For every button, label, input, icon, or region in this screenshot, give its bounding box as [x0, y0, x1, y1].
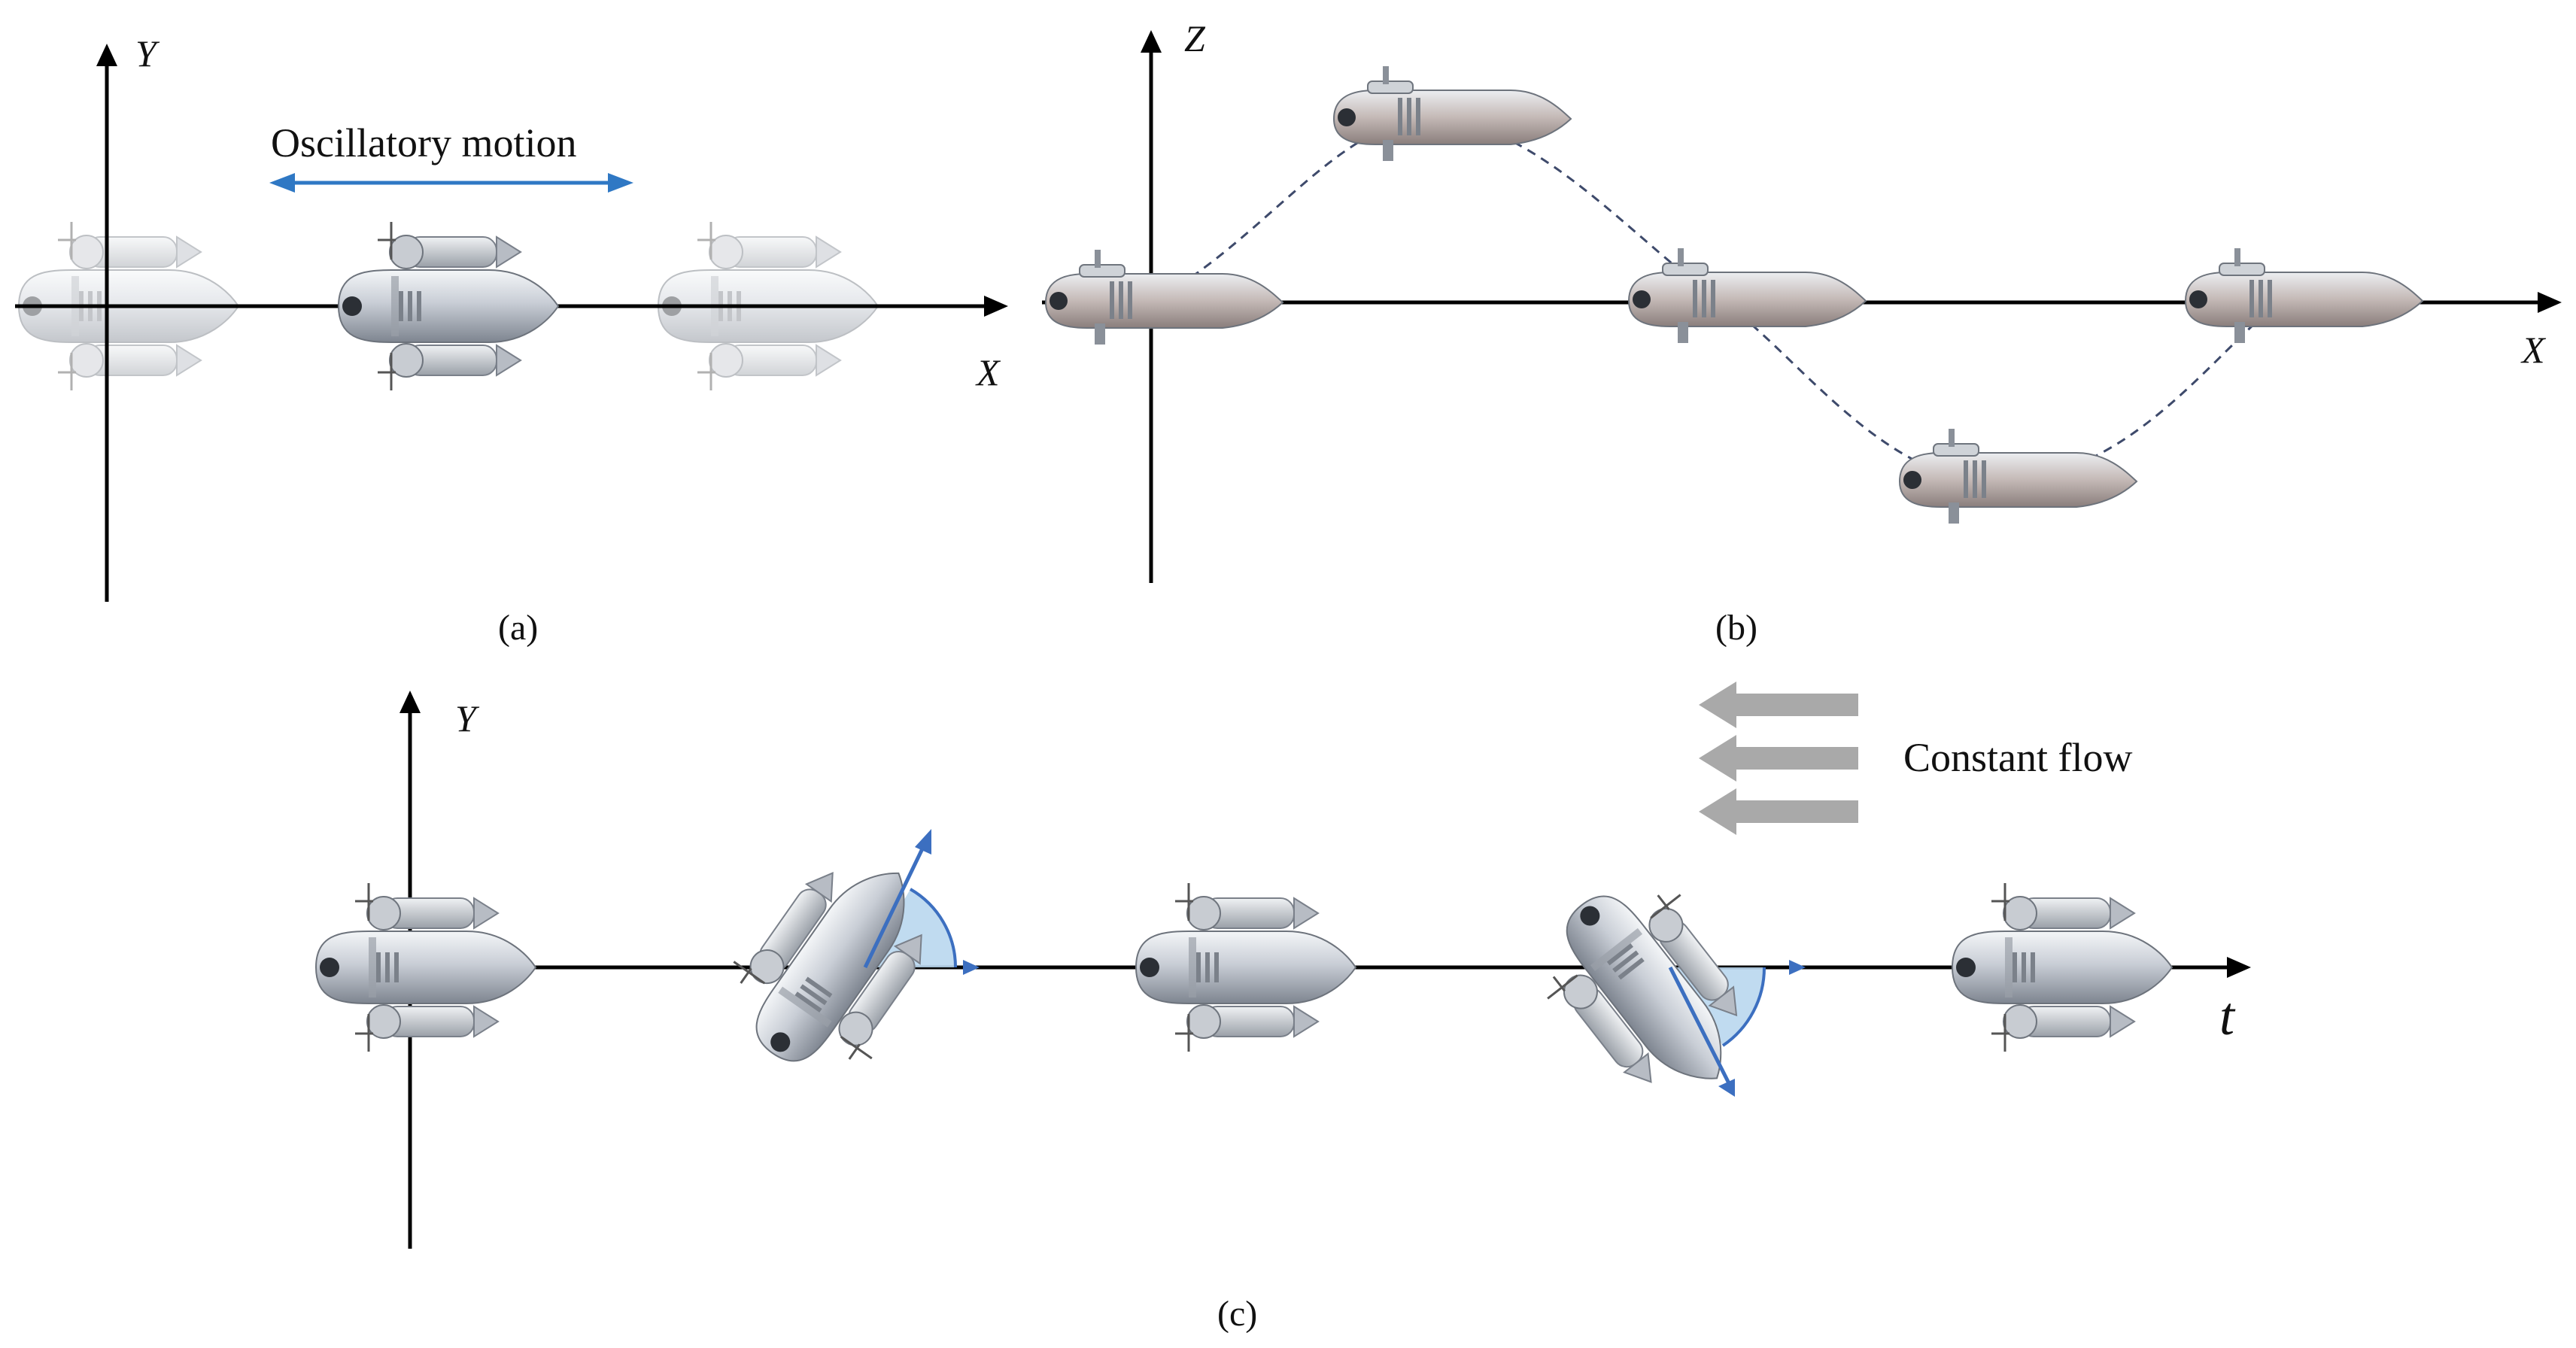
panel-b: Z X (b) [1042, 17, 2562, 648]
x-axis-b-label: X [2520, 329, 2547, 371]
robot-c5-icon [1951, 882, 2174, 1053]
x-axis-a-label: X [975, 351, 1001, 393]
panel-b-label: (b) [1715, 608, 1757, 648]
robot-c1-icon [314, 882, 537, 1053]
y-axis-c-label: Y [455, 697, 480, 739]
reference-arrow-2-head [1789, 960, 1806, 975]
reference-arrow-1-head [963, 960, 980, 975]
robot-side-1-icon [1045, 249, 1283, 345]
y-axis-a-arrowhead [96, 44, 117, 66]
flow-arrow-2 [1730, 747, 1858, 770]
oscillation-arrow-left-head [269, 173, 295, 193]
panel-a: Oscillatory motion Y X (a) [15, 32, 1008, 648]
z-axis-b-label: Z [1184, 17, 1206, 59]
x-axis-b-arrowhead [2538, 292, 2562, 313]
heading-arrow-1-head [915, 829, 931, 855]
robot-side-3-icon [1628, 247, 1867, 344]
robot-side-5-icon [2185, 247, 2423, 344]
angle-arc-2 [1721, 967, 1766, 1047]
x-axis-a-arrowhead [984, 296, 1008, 317]
angle-arc-1 [909, 888, 958, 968]
robot-side-2-icon [1333, 65, 1572, 162]
oscillation-arrow-right-head [608, 173, 633, 193]
flow-arrow-1-head [1699, 682, 1736, 728]
t-axis-c-label: t [2219, 986, 2236, 1046]
panel-c: Constant flow Y t (c) [314, 682, 2251, 1334]
t-axis-c-arrowhead [2227, 957, 2251, 978]
robot-side-4-icon [1899, 428, 2137, 524]
robot-icon [337, 220, 560, 392]
heading-arrow-2 [1668, 966, 1731, 1085]
panel-a-label: (a) [498, 608, 538, 648]
flow-arrows [1699, 682, 1858, 835]
flow-arrow-3-head [1699, 788, 1736, 835]
robot-c3-icon [1135, 882, 1357, 1053]
heading-arrow-2-head [1718, 1079, 1735, 1097]
y-axis-c-arrowhead [399, 691, 421, 713]
y-axis-a-label: Y [135, 32, 160, 74]
oscillation-label: Oscillatory motion [271, 120, 576, 165]
flow-arrow-2-head [1699, 735, 1736, 782]
panel-c-label: (c) [1217, 1294, 1257, 1334]
flow-arrow-3 [1730, 800, 1858, 823]
z-axis-b-arrowhead [1141, 30, 1162, 53]
heading-arrow-1 [863, 841, 928, 969]
flow-label: Constant flow [1903, 735, 2133, 780]
flow-arrow-1 [1730, 694, 1858, 716]
